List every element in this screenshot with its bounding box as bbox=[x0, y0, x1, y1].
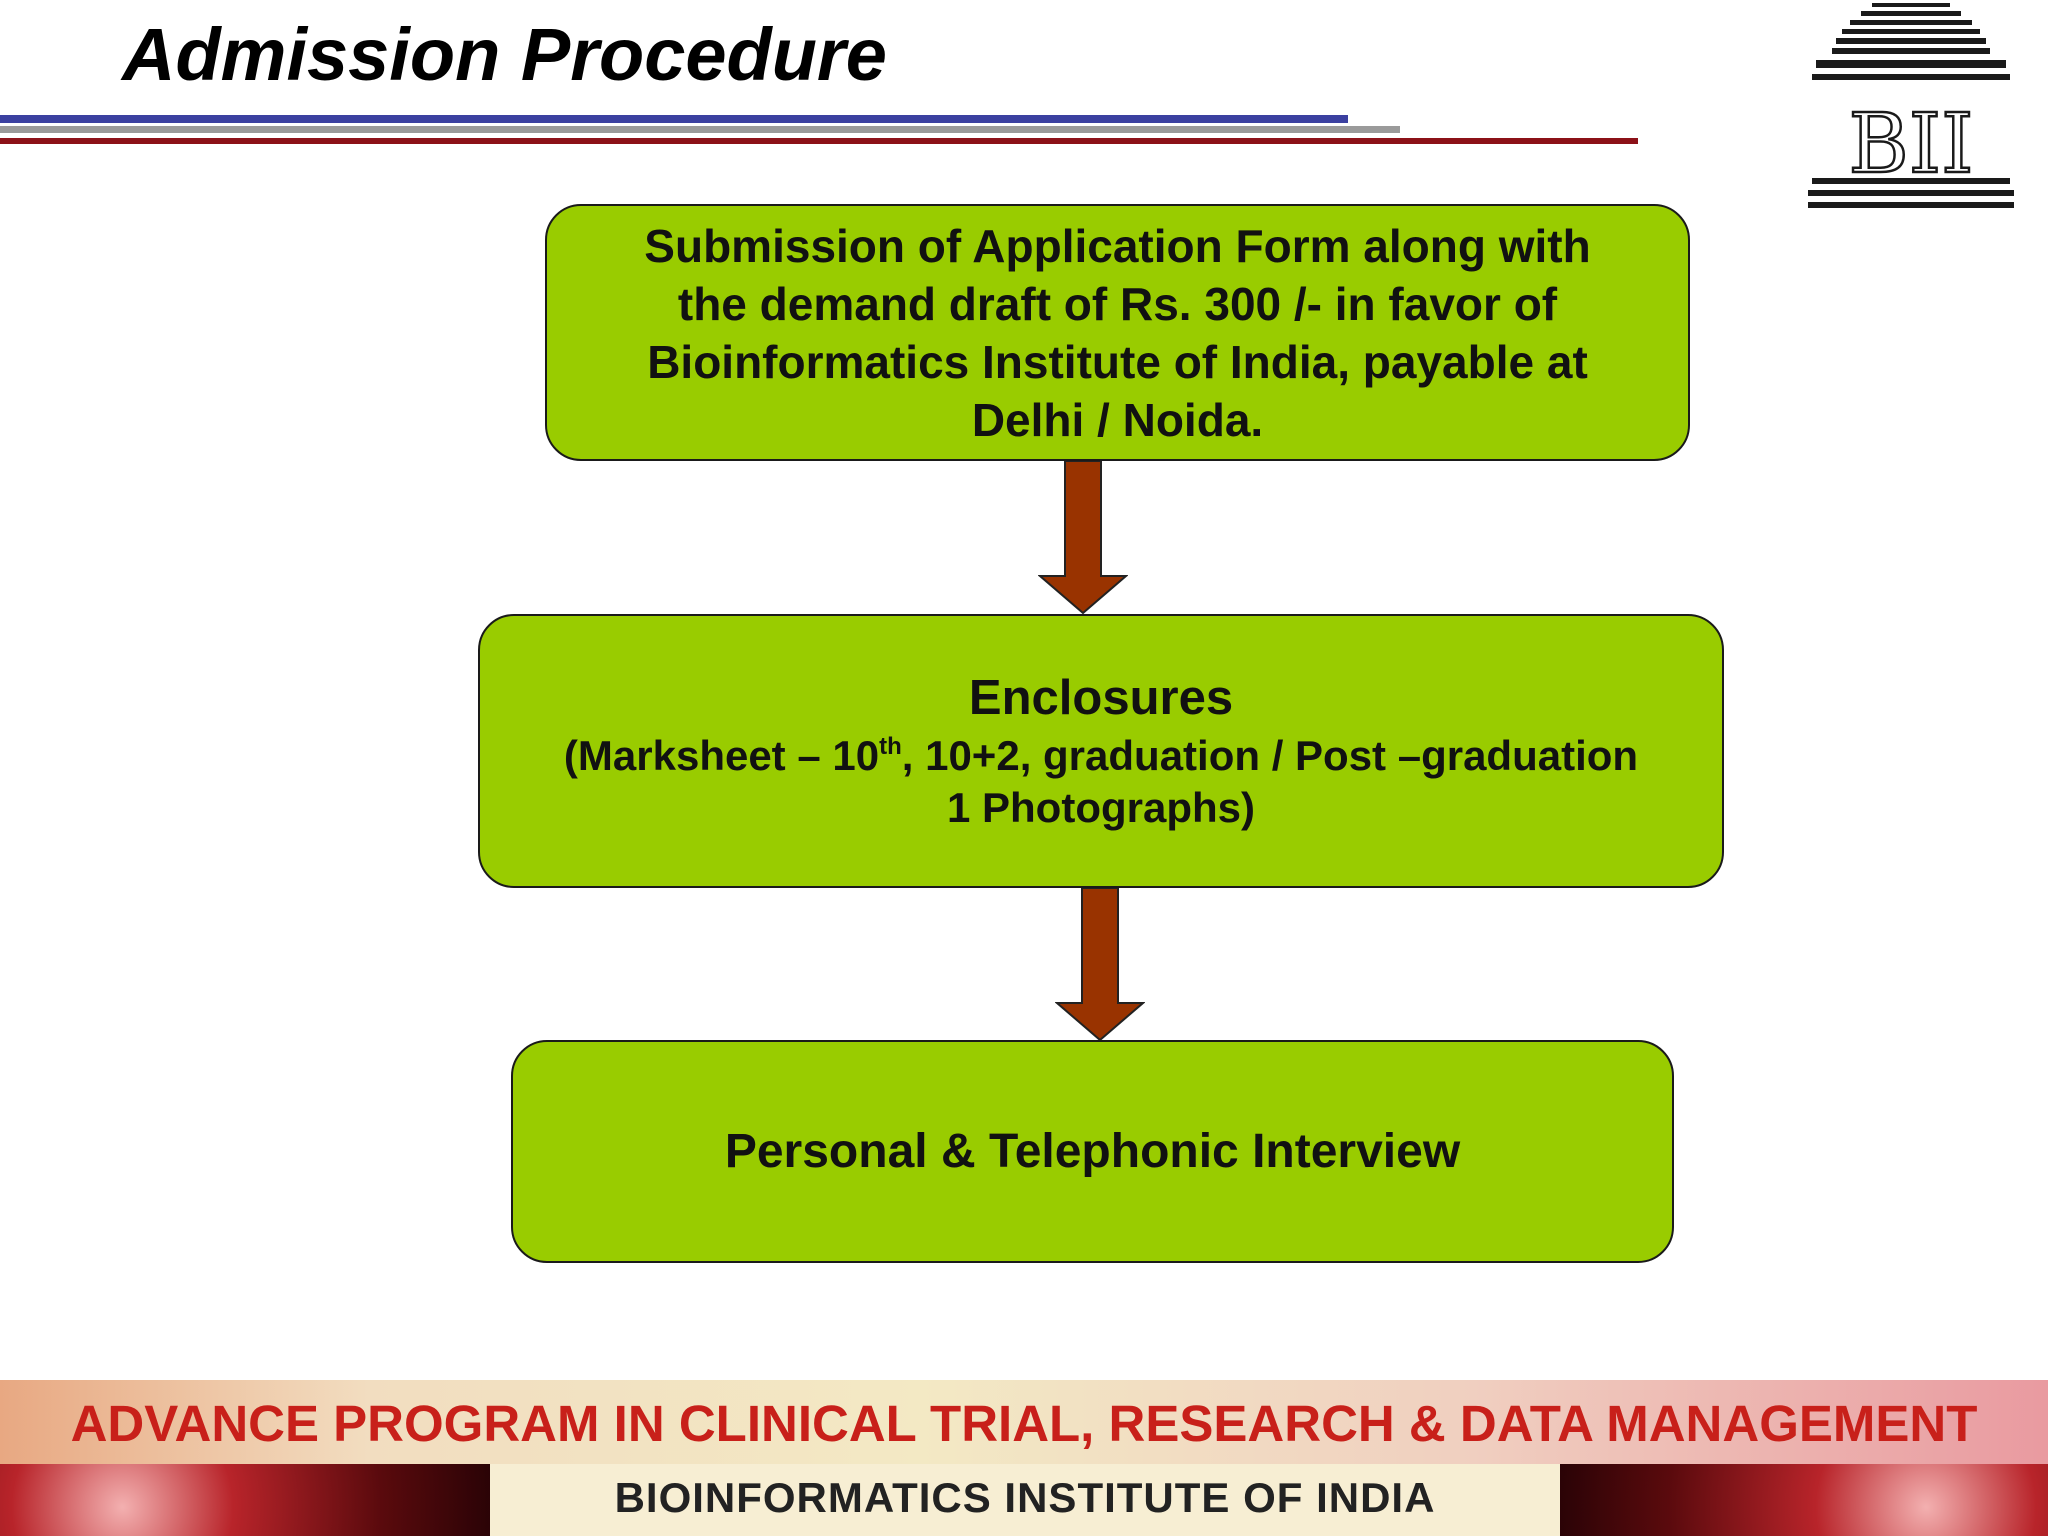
step1-line: Submission of Application Form along wit… bbox=[644, 217, 1590, 275]
flow-arrow-1 bbox=[1038, 461, 1128, 614]
step-enclosures: Enclosures (Marksheet – 10th, 10+2, grad… bbox=[478, 614, 1724, 888]
header-rule-gray bbox=[0, 126, 1400, 133]
step-interview: Personal & Telephonic Interview bbox=[511, 1040, 1674, 1263]
banner-subtitle-panel: BIOINFORMATICS INSTITUTE OF INDIA bbox=[490, 1464, 1560, 1536]
bii-logo: BII bbox=[1806, 0, 2016, 214]
banner-image-right bbox=[1560, 1464, 2048, 1536]
banner-subtitle: BIOINFORMATICS INSTITUTE OF INDIA bbox=[490, 1464, 1560, 1522]
header-rule-red bbox=[0, 138, 1638, 144]
header-rule-blue bbox=[0, 115, 1348, 123]
step1-line: the demand draft of Rs. 300 /- in favor … bbox=[678, 275, 1557, 333]
banner-image-left bbox=[0, 1464, 490, 1536]
step1-line: Delhi / Noida. bbox=[972, 391, 1263, 449]
step1-line: Bioinformatics Institute of India, payab… bbox=[647, 333, 1588, 391]
banner-title: ADVANCE PROGRAM IN CLINICAL TRIAL, RESEA… bbox=[0, 1394, 2048, 1453]
enclosures-line-2: 1 Photographs) bbox=[947, 782, 1255, 834]
enclosures-heading: Enclosures bbox=[969, 668, 1233, 728]
banner-bottom-strip: BIOINFORMATICS INSTITUTE OF INDIA bbox=[0, 1464, 2048, 1536]
page-title: Admission Procedure bbox=[122, 12, 887, 97]
step-application-form: Submission of Application Form along wit… bbox=[545, 204, 1690, 461]
footer-banner: ADVANCE PROGRAM IN CLINICAL TRIAL, RESEA… bbox=[0, 1380, 2048, 1536]
interview-text: Personal & Telephonic Interview bbox=[725, 1124, 1460, 1179]
enclosures-line-1: (Marksheet – 10th, 10+2, graduation / Po… bbox=[564, 730, 1638, 782]
svg-text:BII: BII bbox=[1848, 97, 1973, 192]
flow-arrow-2 bbox=[1055, 888, 1145, 1041]
